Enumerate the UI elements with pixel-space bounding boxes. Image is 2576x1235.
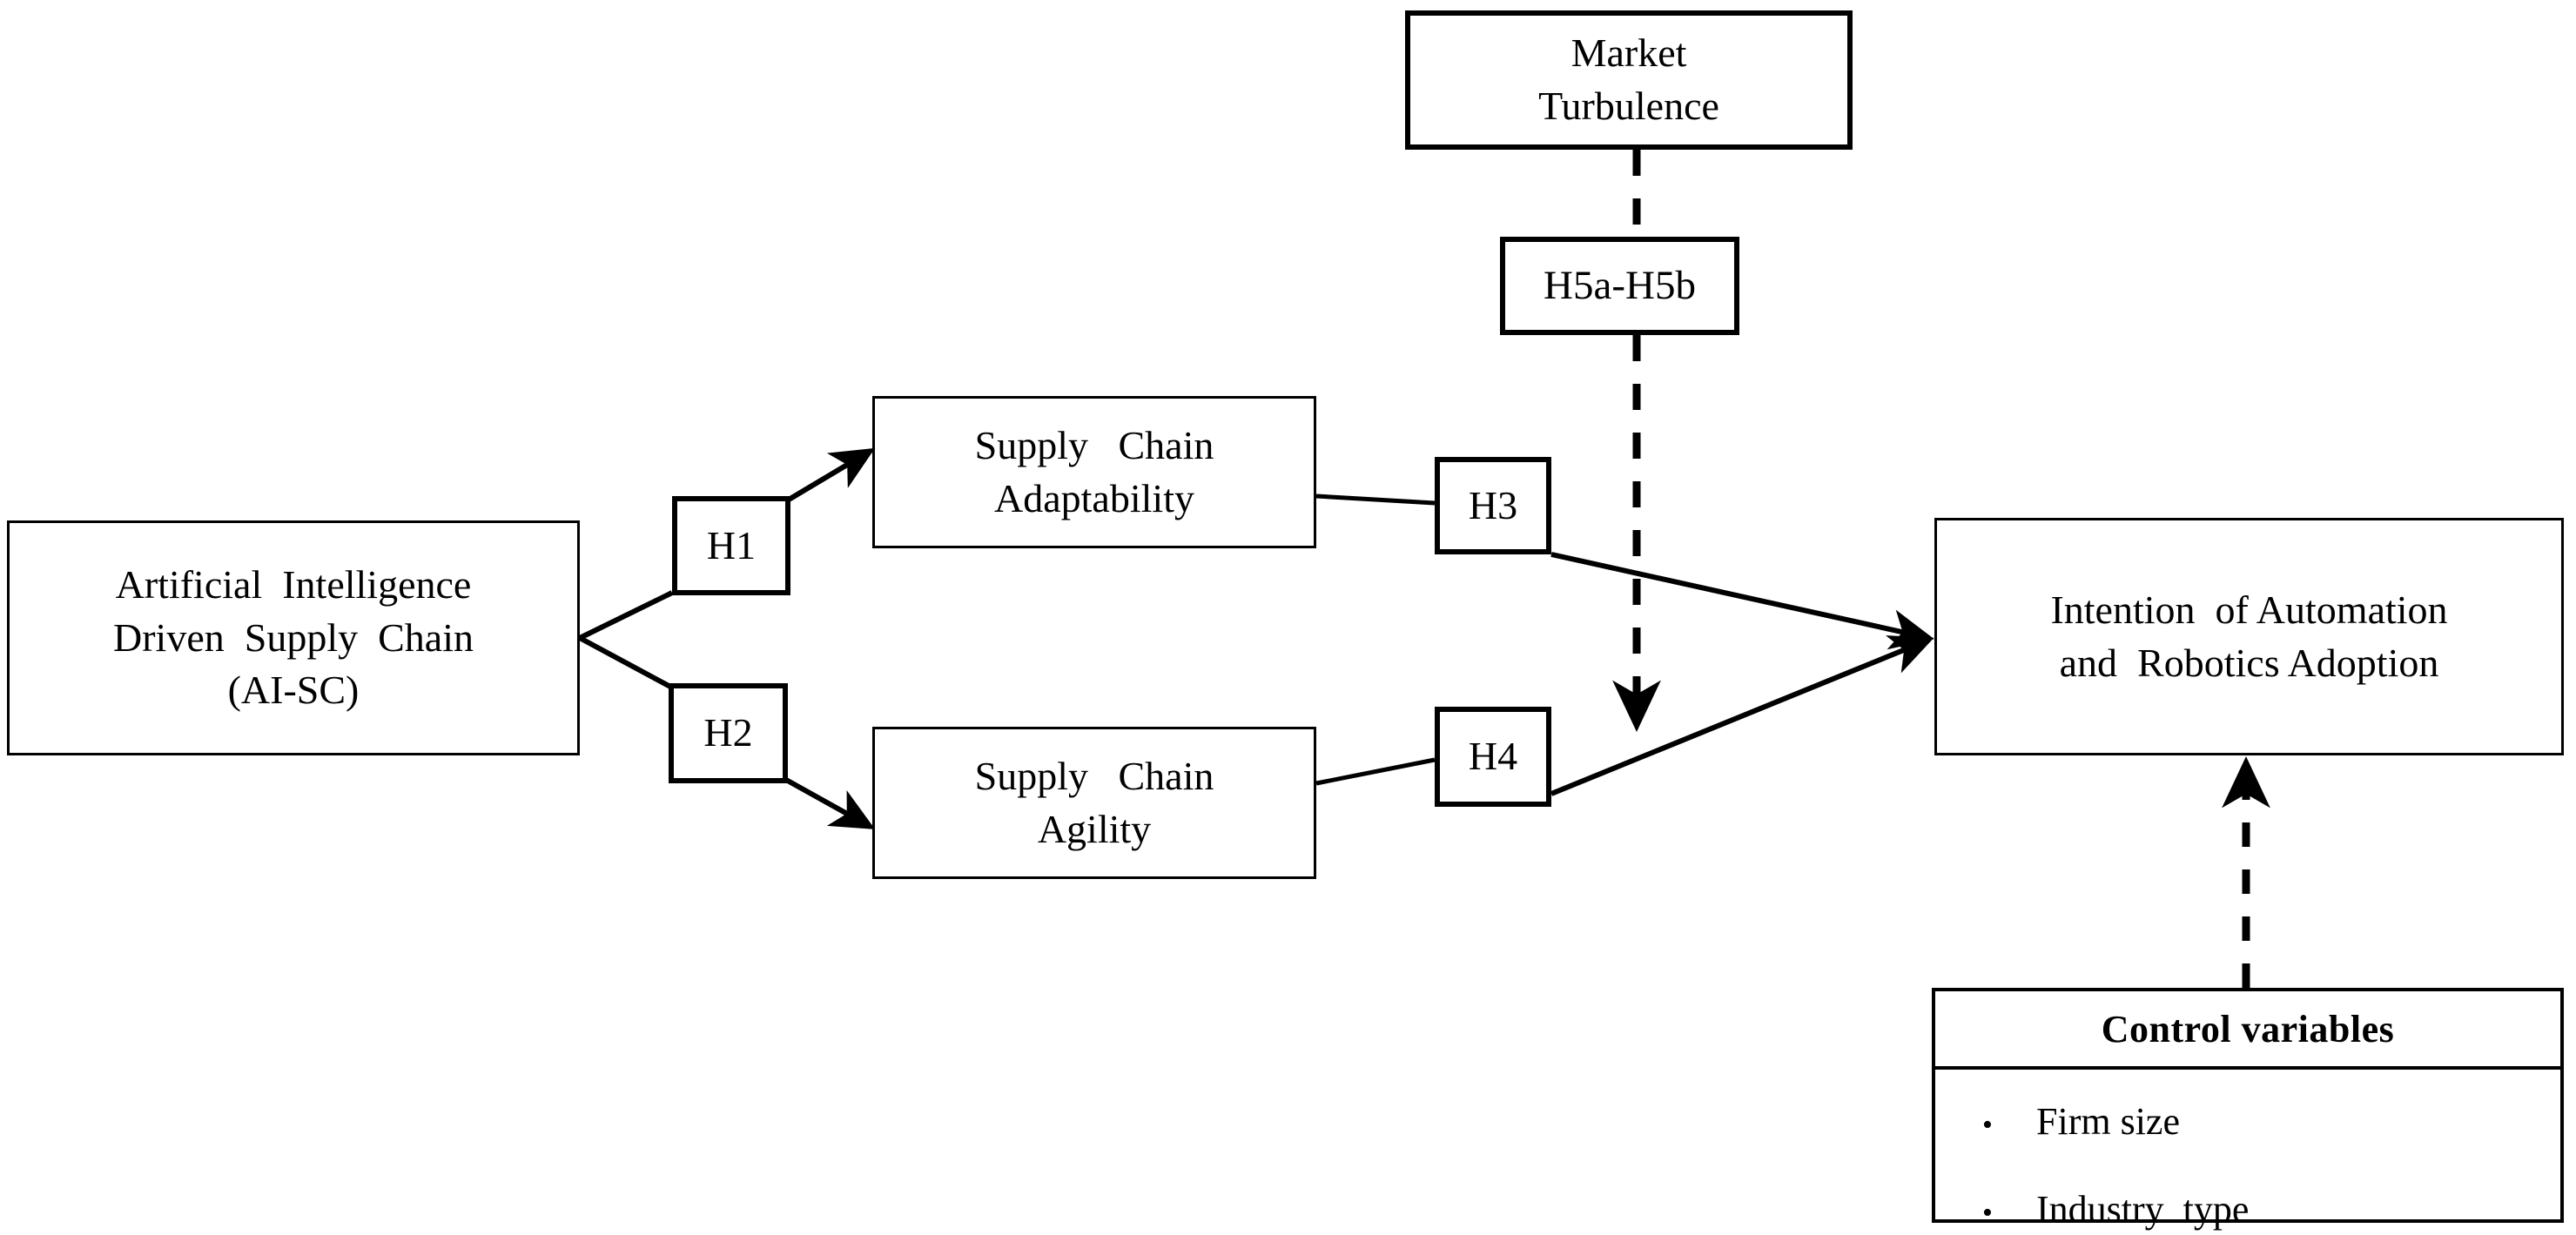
node-intention-line1: Intention of Automation — [2050, 587, 2448, 632]
bullet-icon: • — [1982, 1197, 1993, 1229]
control-variable-firm-size: Firm size — [2036, 1100, 2180, 1143]
node-market-turbulence: Market Turbulence — [1405, 10, 1853, 150]
edge-h2-to-agility — [784, 777, 876, 829]
hypothesis-h4-text: H4 — [1468, 734, 1518, 779]
node-intention-line2: and Robotics Adoption — [2059, 640, 2439, 685]
node-market-turbulence-line1: Market — [1570, 30, 1687, 76]
node-adaptability-line1: Supply Chain — [974, 422, 1214, 467]
control-variables-header: Control variables — [1935, 991, 2560, 1070]
edge-h3-to-intention — [1550, 552, 1934, 650]
node-ai-sc-line2: Driven Supply Chain — [113, 614, 474, 660]
hypothesis-h2-text: H2 — [703, 710, 753, 755]
node-ai-driven-supply-chain: Artificial Intelligence Driven Supply Ch… — [7, 520, 580, 755]
hypothesis-h1-text: H1 — [706, 522, 757, 567]
control-variable-industry-type: Industry type — [2036, 1188, 2250, 1231]
node-market-turbulence-line2: Turbulence — [1538, 84, 1719, 128]
list-item: • Industry type — [1982, 1187, 2560, 1232]
hypothesis-h3-text: H3 — [1468, 482, 1518, 527]
hypothesis-h5-text: H5a-H5b — [1544, 263, 1696, 309]
node-adaptability-line2: Adaptability — [994, 475, 1194, 520]
edge-agility-to-h4 — [1315, 757, 1436, 786]
edge-aisc-to-h2 — [578, 635, 672, 689]
edge-h1-to-adaptability — [787, 447, 876, 502]
node-supply-chain-agility: Supply Chain Agility — [872, 727, 1316, 879]
edge-h4-to-intention — [1550, 635, 1934, 796]
hypothesis-label-h4: H4 — [1435, 707, 1551, 807]
node-supply-chain-adaptability: Supply Chain Adaptability — [872, 396, 1316, 548]
node-ai-sc-line1: Artificial Intelligence — [115, 561, 472, 607]
hypothesis-label-h5: H5a-H5b — [1500, 237, 1739, 335]
node-control-variables: Control variables • Firm size • Industry… — [1932, 988, 2564, 1231]
control-variables-list: • Firm size • Industry type — [1935, 1070, 2560, 1232]
bullet-icon: • — [1982, 1109, 1993, 1141]
node-agility-line1: Supply Chain — [974, 753, 1214, 798]
hypothesis-label-h3: H3 — [1435, 457, 1551, 554]
list-item: • Firm size — [1982, 1099, 2560, 1144]
hypothesis-label-h2: H2 — [669, 683, 788, 783]
edge-aisc-to-h1 — [578, 590, 674, 641]
edge-adaptability-to-h3 — [1315, 493, 1436, 506]
hypothesis-label-h1: H1 — [672, 496, 790, 595]
node-intention-automation-robotics: Intention of Automation and Robotics Ado… — [1934, 518, 2564, 755]
node-ai-sc-line3: (AI-SC) — [227, 668, 360, 713]
node-agility-line2: Agility — [1037, 806, 1152, 851]
